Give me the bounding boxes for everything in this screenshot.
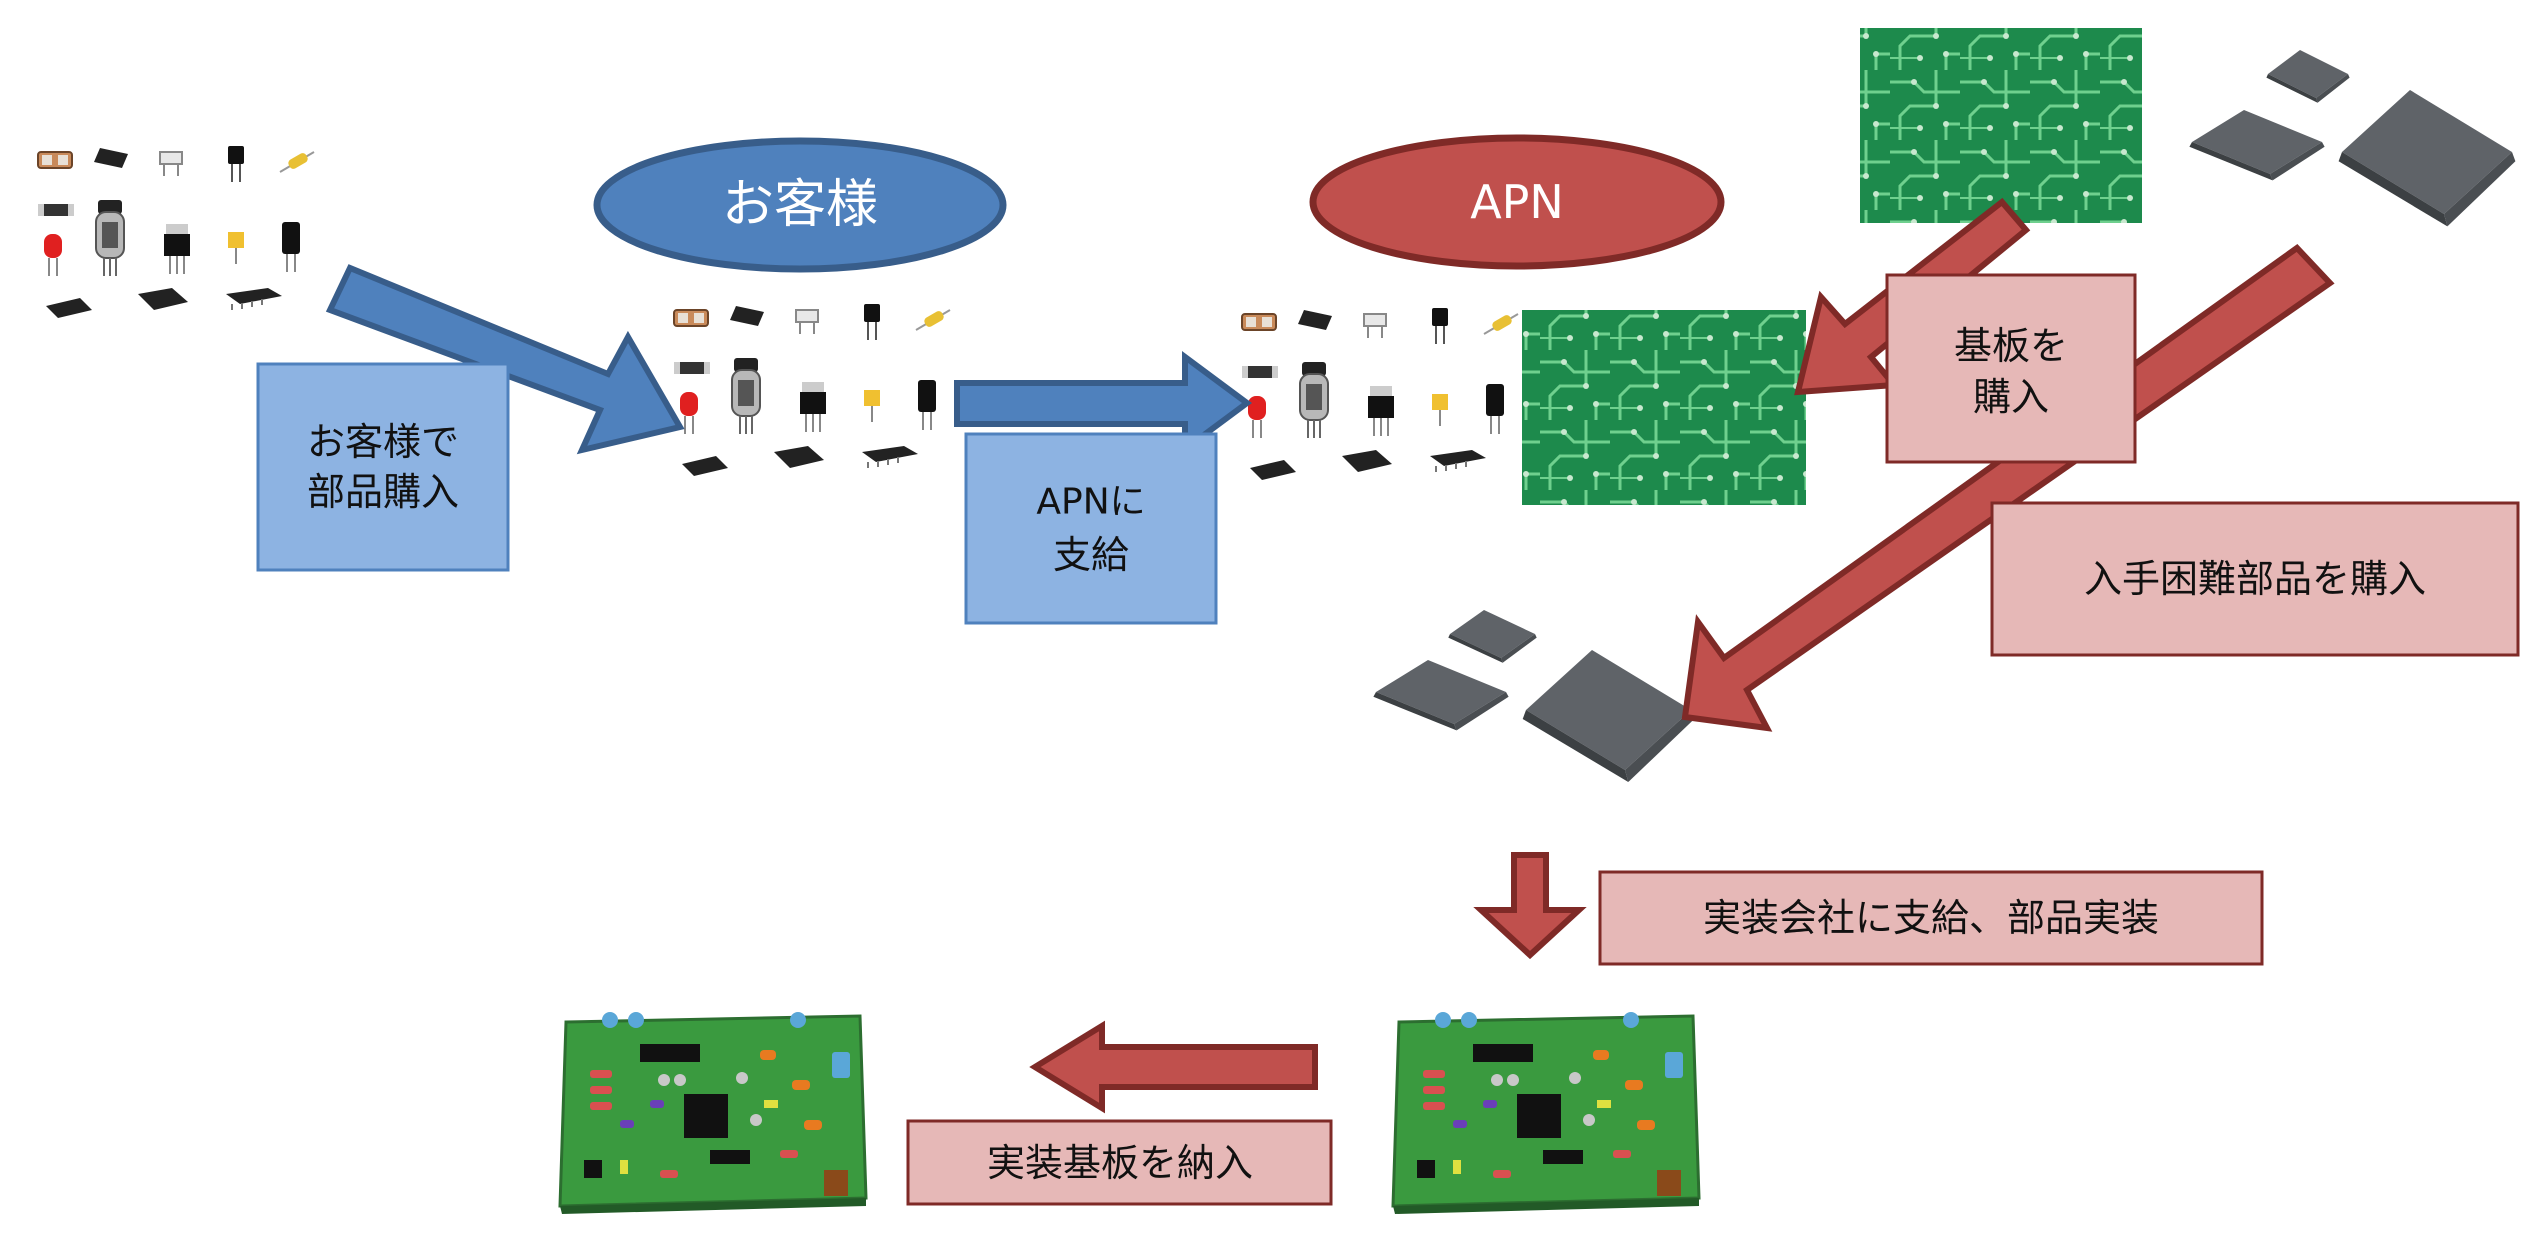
electronic-components-icon — [673, 303, 951, 477]
label-buy-hard-to-get: 入手困難部品を購入 — [1990, 501, 2520, 657]
arrow-deliver — [1029, 1020, 1318, 1114]
arrow-to-customer — [325, 264, 685, 455]
electronic-components-icon — [37, 145, 315, 319]
ic-chip-icon — [2189, 50, 2516, 227]
arrow-buy-hard-to-get — [1681, 244, 2335, 732]
customer-label: お客様 — [722, 175, 878, 235]
label-customer-purchase: お客様で 部品購入 — [256, 362, 510, 572]
apn-label: APN — [1470, 175, 1564, 229]
electronic-components-icon — [1241, 307, 1519, 481]
label-buy-hard-to-get-text: 入手困難部品を購入 — [2084, 557, 2426, 601]
assembled-pcb-icon — [1391, 1010, 1701, 1216]
label-buy-board: 基板を 購入 — [1885, 273, 2137, 464]
apn-node: APN — [1309, 134, 1725, 270]
label-assembly: 実装会社に支給、部品実装 — [1598, 870, 2264, 966]
arrow-supply-to-apn — [954, 351, 1253, 455]
label-supply-to-apn-line1: APNに — [1036, 482, 1145, 523]
label-customer-purchase-line2: 部品購入 — [307, 470, 459, 514]
label-buy-board-line2: 購入 — [1973, 375, 2049, 419]
label-deliver-text: 実装基板を納入 — [987, 1141, 1253, 1185]
arrow-down-to-assembly — [1473, 852, 1587, 960]
assembled-pcb-icon — [558, 1010, 868, 1216]
circuit-board-icon — [1860, 28, 2142, 223]
label-customer-purchase-line1: お客様で — [307, 420, 459, 464]
circuit-board-icon — [1522, 310, 1806, 505]
label-supply-to-apn-line2: 支給 — [1053, 533, 1129, 577]
customer-node: お客様 — [593, 137, 1007, 273]
ic-chip-icon — [1373, 610, 1695, 782]
label-buy-board-line1: 基板を — [1954, 324, 2068, 368]
label-deliver: 実装基板を納入 — [906, 1119, 1333, 1206]
label-assembly-text: 実装会社に支給、部品実装 — [1703, 896, 2159, 940]
label-supply-to-apn: APNに 支給 — [964, 432, 1218, 625]
